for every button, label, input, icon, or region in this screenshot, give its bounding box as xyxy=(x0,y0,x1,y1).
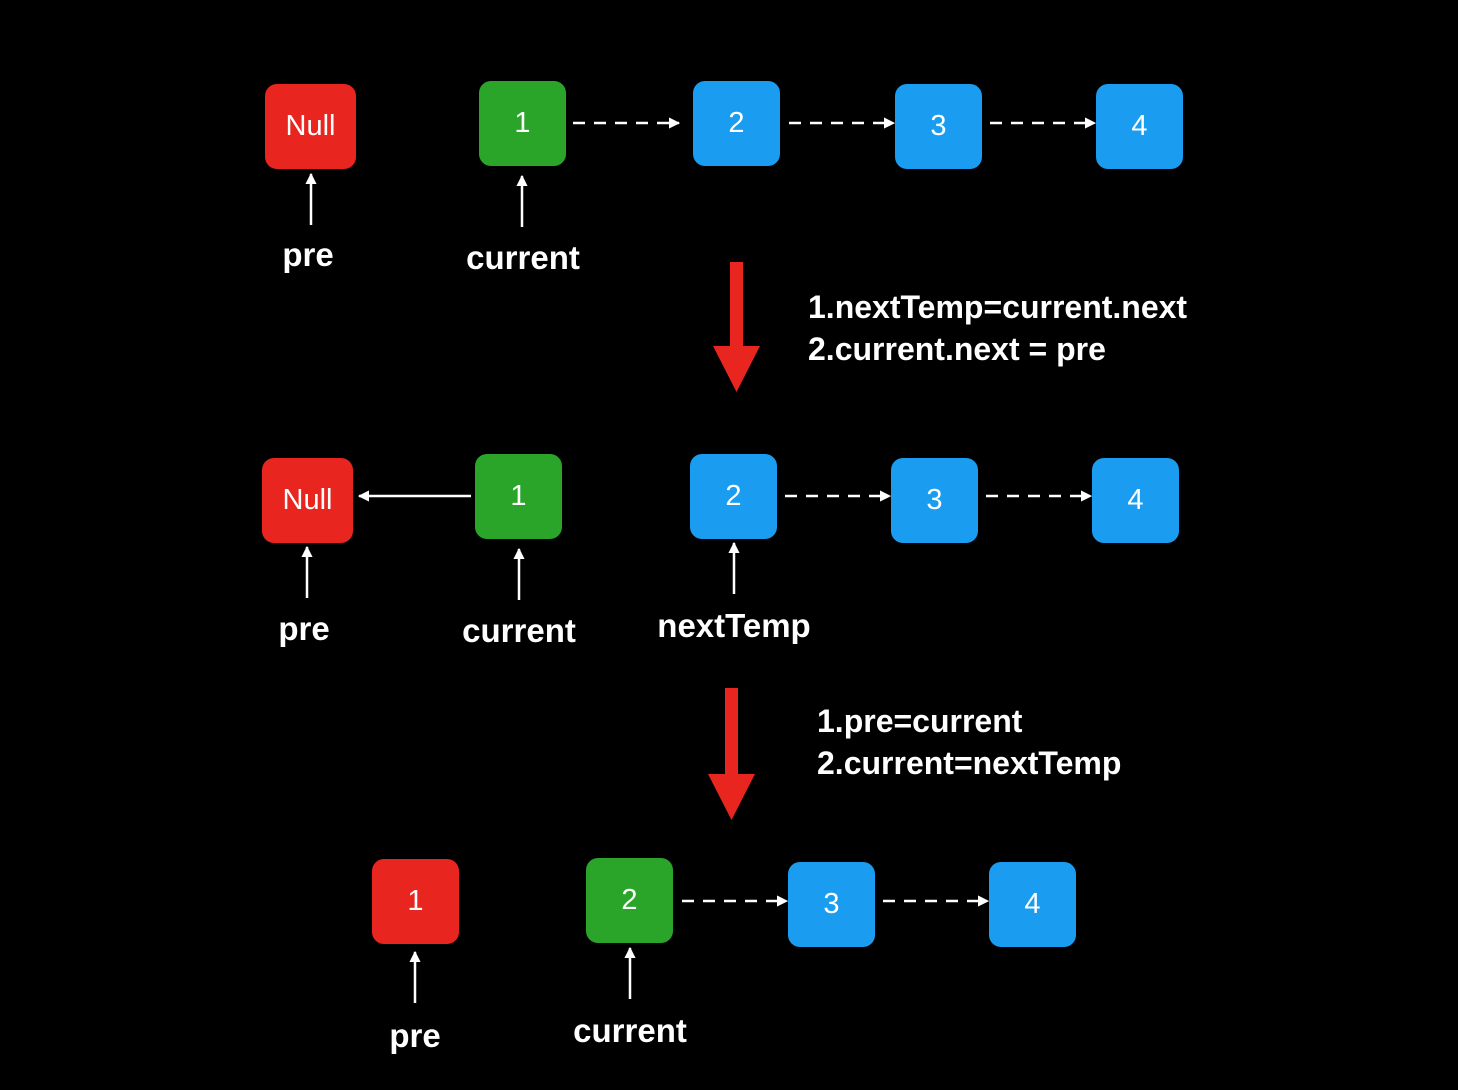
list-node-1-label: 1 xyxy=(514,107,531,139)
step1-line1: 1.nextTemp=current.next xyxy=(808,289,1188,325)
step2-instructions: 1.pre=current 2.current=nextTemp xyxy=(817,700,1121,784)
list-node-2-label: 2 xyxy=(725,480,742,512)
step2-line2: 2.current=nextTemp xyxy=(817,745,1122,781)
current-node-1-label: 1 xyxy=(510,480,527,512)
null-node: Null xyxy=(262,458,353,543)
transition-arrow-1 xyxy=(713,262,760,392)
current-pointer-label: current xyxy=(462,612,576,649)
list-node-4-label: 4 xyxy=(1024,888,1041,920)
list-node-4: 4 xyxy=(989,862,1076,947)
current-pointer-label: current xyxy=(466,239,580,276)
list-node-3: 3 xyxy=(895,84,982,169)
step2-line1: 1.pre=current xyxy=(817,703,1023,739)
list-node-3-label: 3 xyxy=(930,110,947,142)
transition-arrow-2 xyxy=(708,688,755,820)
pre-node-1: 1 xyxy=(372,859,459,944)
list-node-4: 4 xyxy=(1092,458,1179,543)
list-node-3: 3 xyxy=(788,862,875,947)
current-node-1: 1 xyxy=(475,454,562,539)
list-node-3-label: 3 xyxy=(823,888,840,920)
current-pointer-label: current xyxy=(573,1012,687,1049)
list-node-4: 4 xyxy=(1096,84,1183,169)
null-node-label: Null xyxy=(285,110,336,142)
list-node-2: 2 xyxy=(693,81,780,166)
current-node-2: 2 xyxy=(586,858,673,943)
current-node-2-label: 2 xyxy=(621,884,638,916)
pre-pointer-label: pre xyxy=(278,610,330,647)
pre-pointer-label: pre xyxy=(389,1017,441,1054)
pre-node-1-label: 1 xyxy=(407,885,424,917)
next-temp-pointer-label: nextTemp xyxy=(657,607,811,644)
step1-line2: 2.current.next = pre xyxy=(808,331,1106,367)
list-node-3: 3 xyxy=(891,458,978,543)
list-node-4-label: 4 xyxy=(1127,484,1144,516)
list-node-3-label: 3 xyxy=(926,484,943,516)
null-node-label: Null xyxy=(282,484,333,516)
pre-pointer-label: pre xyxy=(282,236,334,273)
null-node: Null xyxy=(265,84,356,169)
list-node-2: 2 xyxy=(690,454,777,539)
step1-instructions: 1.nextTemp=current.next 2.current.next =… xyxy=(808,286,1187,370)
list-node-4-label: 4 xyxy=(1131,110,1148,142)
list-node-1: 1 xyxy=(479,81,566,166)
list-node-2-label: 2 xyxy=(728,107,745,139)
